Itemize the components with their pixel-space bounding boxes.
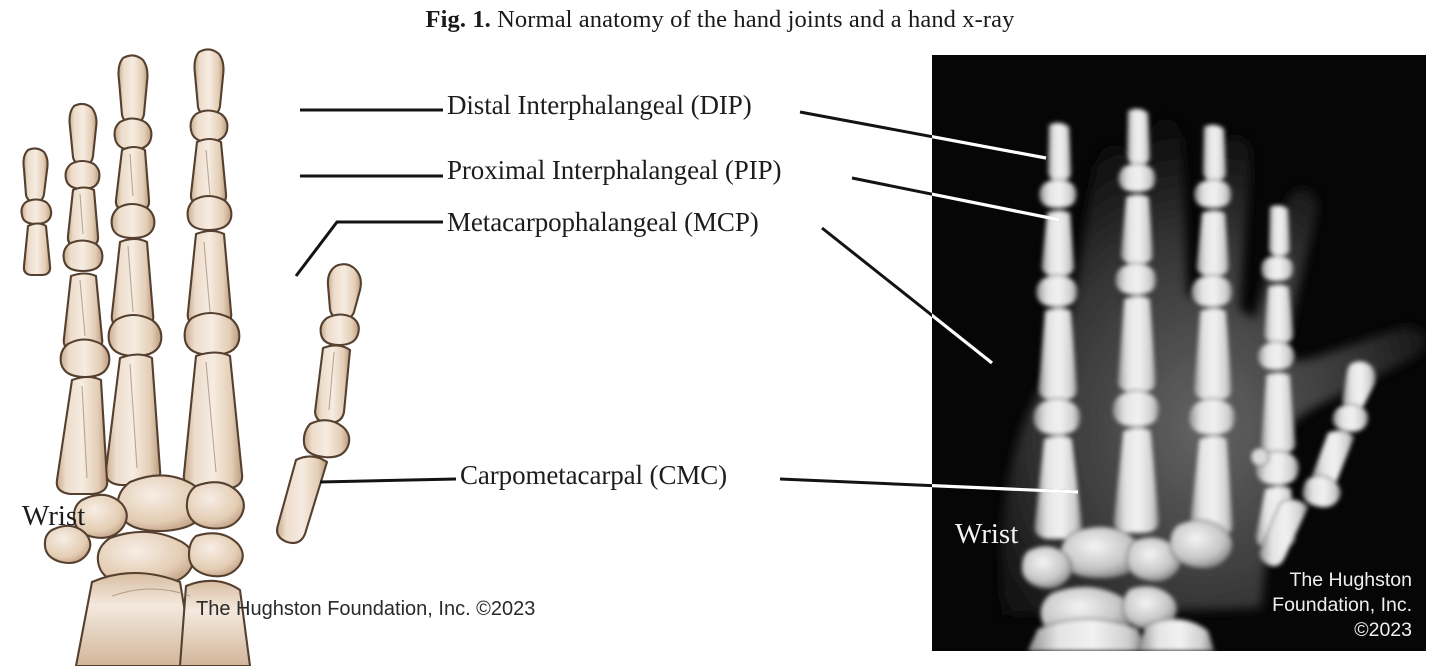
bone-ring-mcp-head	[59, 338, 111, 379]
label-carpometacarpal: Carpometacarpal (CMC)	[460, 460, 728, 490]
bone-hamate	[185, 481, 245, 530]
xray-ulna	[1137, 618, 1215, 651]
label-metacarpophalangeal: Metacarpophalangeal (MCP)	[447, 207, 759, 237]
shading-line-1	[205, 149, 211, 197]
bone-thumb-mcp-head	[302, 419, 351, 459]
xray-index-mcp	[1033, 397, 1082, 436]
bone-thumb-proximal-phalanx	[313, 344, 352, 425]
xray-radius	[1027, 618, 1147, 651]
figure-number: Fig. 1.	[425, 6, 491, 33]
xray-thumb-mcp	[1302, 475, 1342, 508]
xray-little-pip	[1257, 340, 1296, 371]
bone-trapezium	[72, 493, 128, 539]
bone-ring-metacarpal	[55, 375, 109, 496]
bone-middle-dip-head	[113, 117, 153, 152]
shading-line-11	[111, 588, 191, 597]
shading-line-8	[79, 279, 86, 337]
xray-middle-metacarpal	[1113, 426, 1160, 534]
bone-middle-pip-head	[110, 202, 156, 240]
figure-title: Fig. 1. Normal anatomy of the hand joint…	[0, 6, 1440, 34]
hand-skeleton-drawing	[20, 48, 362, 666]
xray-middle-mcp	[1112, 389, 1161, 428]
xray-scaphoid	[1169, 519, 1233, 569]
xray-little-dip	[1260, 255, 1295, 282]
xray-ring-pip	[1191, 274, 1233, 308]
figure-caption: Normal anatomy of the hand joints and a …	[497, 6, 1015, 33]
xray-little-distal-phalanx	[1268, 204, 1291, 257]
label-wrist-xray: Wrist	[955, 518, 1019, 550]
xray-credit-line-3: ©2023	[1354, 619, 1412, 641]
bone-thumb-ip-head	[319, 313, 360, 347]
bone-thumb-metacarpal	[276, 455, 329, 545]
xray-ring-dip	[1193, 178, 1233, 209]
bone-scaphoid	[43, 524, 92, 565]
xray-image	[932, 55, 1426, 651]
xray-index-proximal-phalanx	[1038, 307, 1078, 401]
bone-middle-mcp-head	[107, 313, 163, 358]
bone-lunate	[96, 530, 195, 588]
shading-line-7	[79, 193, 84, 235]
xray-ring-distal-phalanx	[1202, 124, 1227, 182]
xray-credit-line-2: Foundation, Inc.	[1272, 594, 1412, 616]
bone-thumb-distal-phalanx	[326, 263, 362, 321]
bone-triquetrum	[187, 532, 244, 578]
bone-index-pip-head	[186, 194, 233, 232]
bone-middle-middle-phalanx	[114, 145, 151, 213]
shading-line-10	[328, 351, 335, 411]
bone-ring-dip-head	[64, 159, 101, 191]
bone-index-mcp-head	[183, 311, 241, 357]
xray-trapezium	[1021, 545, 1073, 589]
xray-index-pip	[1036, 274, 1078, 308]
xray-middle-middle-phalanx	[1120, 193, 1154, 265]
shading-line-2	[203, 241, 211, 313]
xray-little-middle-phalanx	[1263, 283, 1294, 344]
bone-radius	[74, 571, 196, 666]
xray-middle-pip	[1115, 262, 1157, 296]
bone-middle-distal-phalanx	[117, 54, 149, 125]
xray-little-proximal-phalanx	[1260, 371, 1296, 454]
label-wrist-illustration: Wrist	[22, 500, 86, 532]
bone-little-distal-phalanx	[22, 147, 49, 204]
bone-index-metacarpal	[182, 351, 244, 491]
shading-line-4	[129, 153, 134, 197]
hand-illustration-panel	[0, 30, 430, 666]
xray-index-middle-phalanx	[1041, 209, 1075, 277]
bone-ring-pip-head	[62, 239, 104, 273]
bone-ulna	[178, 579, 252, 666]
bone-little-dip-head	[20, 198, 53, 226]
xray-credit-line-1: The Hughston	[1289, 569, 1413, 591]
xray-ring-middle-phalanx	[1196, 209, 1230, 277]
shading-line-6	[129, 363, 138, 469]
xray-middle-dip	[1117, 162, 1157, 193]
shading-line-3	[205, 361, 217, 473]
xray-index-dip	[1038, 178, 1078, 209]
xray-sesamoid	[1250, 447, 1270, 467]
xray-middle-distal-phalanx	[1126, 108, 1151, 166]
bone-ring-middle-phalanx	[66, 186, 100, 248]
xray-thumb-metacarpal	[1258, 499, 1309, 567]
bone-middle-metacarpal	[104, 353, 162, 487]
xray-ring-proximal-phalanx	[1193, 307, 1233, 401]
shading-line-9	[81, 385, 88, 479]
bone-ring-distal-phalanx	[68, 102, 98, 167]
xray-middle-proximal-phalanx	[1117, 295, 1157, 393]
xray-thumb-ip	[1332, 403, 1369, 433]
xray-index-distal-phalanx	[1047, 122, 1072, 182]
bone-little-middle-phalanx	[22, 222, 52, 277]
label-proximal-interphalangeal: Proximal Interphalangeal (PIP)	[447, 155, 782, 185]
xray-credit: The Hughston Foundation, Inc. ©2023	[1272, 568, 1412, 643]
label-distal-interphalangeal: Distal Interphalangeal (DIP)	[447, 90, 752, 120]
shading-line-5	[127, 245, 134, 313]
illustration-credit: The Hughston Foundation, Inc. ©2023	[196, 598, 536, 620]
xray-ring-mcp	[1188, 397, 1237, 436]
hand-xray-panel: The Hughston Foundation, Inc. ©2023	[932, 55, 1426, 651]
bone-index-distal-phalanx	[193, 48, 225, 117]
bone-index-dip-head	[189, 109, 229, 144]
